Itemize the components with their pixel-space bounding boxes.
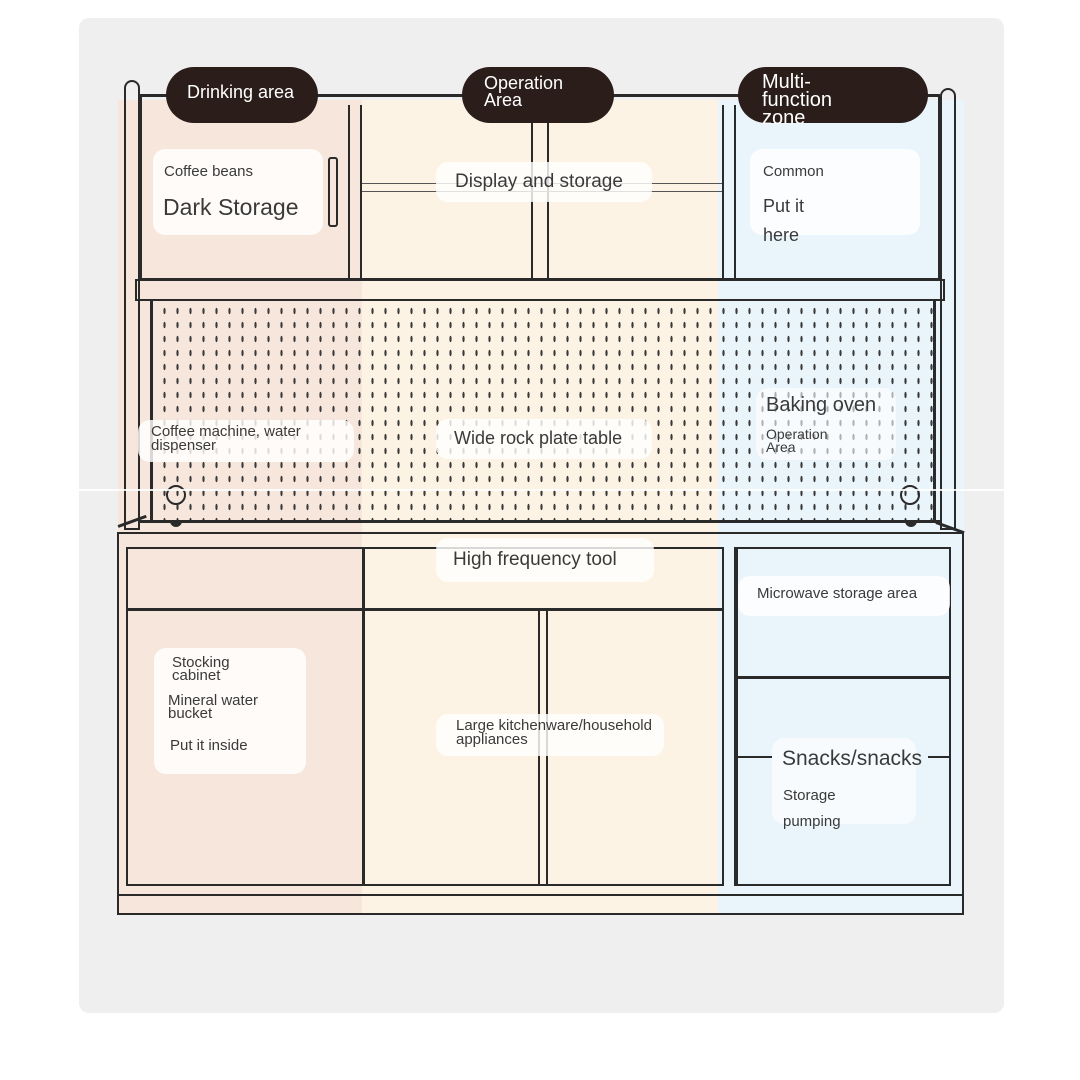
- upper-divider-right: [722, 105, 736, 280]
- stocking-cabinet-label: Stocking cabinet Mineral water bucket Pu…: [154, 648, 306, 774]
- left-foot: [170, 521, 182, 527]
- hutch-base-shelf: [135, 279, 945, 301]
- image-seam: [0, 489, 1005, 491]
- cabinet-door-handle: [328, 157, 338, 227]
- rock-plate-label: Wide rock plate table: [436, 419, 652, 459]
- coffee-machine-label: Coffee machine, water dispenser: [138, 420, 354, 462]
- lower-cabinet-plinth: [117, 894, 964, 915]
- high-frequency-label: High frequency tool: [436, 538, 654, 582]
- pegboard-right-edge: [933, 300, 936, 522]
- operation-area-title: Operation Area: [484, 73, 564, 110]
- oven-operation-area-text: Operation Area: [766, 426, 828, 455]
- drinking-area-title: Drinking area: [187, 82, 295, 102]
- microwave-text: Microwave storage area: [757, 585, 918, 602]
- rock-plate-text: Wide rock plate table: [454, 428, 623, 448]
- snacks-text: Snacks/snacks: [782, 747, 923, 770]
- right-post: [940, 88, 956, 530]
- snack-divider-left: [736, 756, 772, 758]
- drinking-area-pill: Drinking area: [166, 67, 318, 123]
- upper-divider-left: [348, 105, 362, 280]
- kitchenware-label: Large kitchenware/household appliances: [436, 714, 664, 756]
- coffee-machine-text: Coffee machine, water dispenser: [151, 423, 301, 454]
- stocking-cabinet-text: Stocking cabinet: [172, 654, 230, 684]
- baking-oven-text: Baking oven: [766, 394, 877, 416]
- common-label: Common Put it here: [750, 149, 920, 245]
- mineral-water-text: Mineral water bucket: [168, 692, 259, 722]
- coffee-beans-text: Coffee beans: [164, 163, 253, 180]
- inner-frame-right: [736, 547, 951, 886]
- pegboard-left-edge: [150, 300, 153, 522]
- multifunction-zone-title: Multi-function zone: [762, 71, 833, 129]
- counter-top-back: [140, 520, 940, 523]
- microwave-shelf: [736, 676, 951, 679]
- operation-area-pill: Operation Area: [462, 67, 614, 123]
- storage-text: Storage: [783, 787, 836, 804]
- multifunction-zone-pill: Multi-function zone: [738, 67, 928, 128]
- right-hook-icon: [900, 485, 920, 505]
- put-it-text: Put it: [763, 196, 805, 216]
- high-frequency-text: High frequency tool: [453, 549, 617, 570]
- snacks-label: Snacks/snacks Storage pumping: [772, 738, 922, 830]
- drawer-divider: [362, 547, 365, 886]
- display-storage-text: Display and storage: [455, 171, 623, 192]
- display-storage-label: Display and storage: [436, 162, 652, 202]
- snack-divider-right: [928, 756, 951, 758]
- pumping-text: pumping: [783, 813, 841, 830]
- kitchenware-text: Large kitchenware/household appliances: [456, 717, 652, 748]
- left-hook-icon: [166, 485, 186, 505]
- microwave-label: Microwave storage area: [738, 576, 950, 616]
- common-text: Common: [763, 163, 824, 180]
- right-foot: [905, 521, 917, 527]
- left-post: [124, 80, 140, 530]
- dark-storage-text: Dark Storage: [163, 194, 299, 220]
- put-it-inside-text: Put it inside: [170, 737, 248, 754]
- drawer-line: [126, 608, 724, 611]
- baking-oven-label: Baking oven Operation Area: [756, 388, 896, 460]
- here-text: here: [763, 225, 800, 245]
- lower-divider-right: [722, 547, 736, 886]
- dark-storage-label: Coffee beans Dark Storage: [153, 149, 323, 235]
